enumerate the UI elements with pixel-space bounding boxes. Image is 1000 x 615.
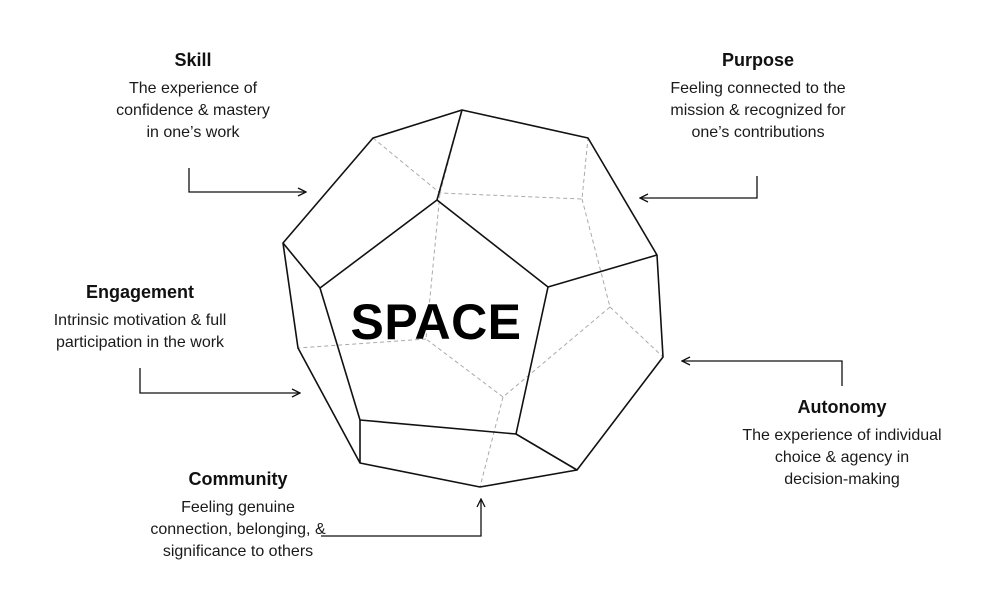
skill-block: Skill The experience of confidence & mas… [93,48,293,144]
community-desc-line: Feeling genuine [181,499,295,516]
skill-title: Skill [174,50,212,70]
community-desc-line: significance to others [162,543,314,560]
autonomy-arrow [682,361,843,386]
skill-desc-line: in one’s work [146,124,240,141]
engagement-description: Intrinsic motivation & full participatio… [20,310,260,354]
purpose-desc-line: mission & recognized for [670,102,846,119]
autonomy-block: Autonomy The experience of individual ch… [712,395,972,491]
autonomy-desc-line: decision-making [784,471,900,488]
skill-desc-line: confidence & mastery [116,102,270,119]
visible-edges [282,109,664,488]
purpose-arrow [640,176,758,198]
community-block: Community Feeling genuine connection, be… [118,467,358,563]
purpose-desc-line: one’s contributions [691,124,825,141]
engagement-block: Engagement Intrinsic motivation & full p… [20,280,260,354]
engagement-arrow [139,368,300,393]
autonomy-desc-line: The experience of individual [742,427,942,444]
purpose-title: Purpose [721,50,795,70]
front-face [319,199,549,435]
purpose-desc-line: Feeling connected to the [670,80,846,97]
purpose-description: Feeling connected to the mission & recog… [628,78,888,144]
skill-arrow [188,168,306,192]
autonomy-desc-line: choice & agency in [774,449,910,466]
community-desc-line: connection, belonging, & [150,521,326,538]
connector-arrows [139,168,843,537]
skill-description: The experience of confidence & mastery i… [93,78,293,144]
skill-desc-line: The experience of [128,80,258,97]
autonomy-description: The experience of individual choice & ag… [712,425,972,491]
hidden-edges [297,109,664,488]
engagement-desc-line: Intrinsic motivation & full [53,312,227,329]
purpose-block: Purpose Feeling connected to the mission… [628,48,888,144]
community-description: Feeling genuine connection, belonging, &… [118,497,358,563]
engagement-title: Engagement [85,282,195,302]
engagement-desc-line: participation in the work [55,334,225,351]
space-label: SPACE [350,294,522,350]
autonomy-title: Autonomy [797,397,887,417]
community-title: Community [188,469,288,489]
community-arrow [321,499,481,537]
